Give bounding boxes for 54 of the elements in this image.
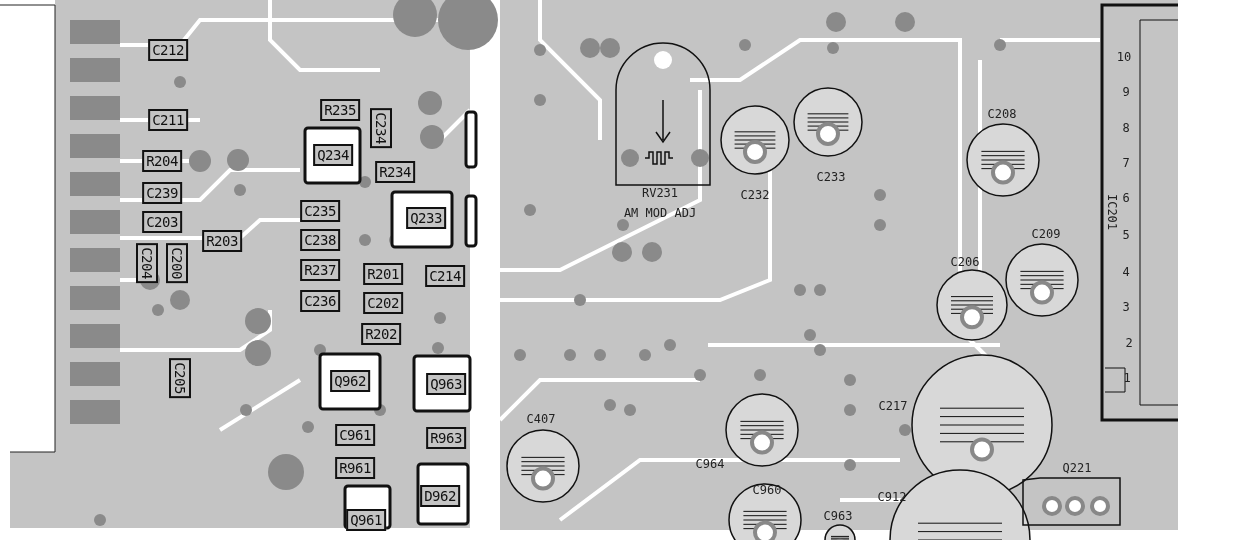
component-designator: C204 [136, 243, 158, 283]
component-designator: R203 [202, 230, 242, 252]
component-designator: R961 [335, 457, 375, 479]
component-designator: R963 [426, 427, 466, 449]
component-designator: Q963 [426, 373, 466, 395]
component-designator: C217 [878, 400, 908, 412]
component-designator: C407 [526, 413, 556, 425]
component-designator: C238 [300, 229, 340, 251]
pin-number: 3 [1122, 301, 1130, 313]
component-designator: AM MOD ADJ [623, 207, 697, 219]
component-designator: IC201 [1106, 193, 1118, 231]
component-designator: C211 [148, 109, 188, 131]
pin-number: 1 [1123, 372, 1131, 384]
component-designator: C212 [148, 39, 188, 61]
pin-number: 4 [1122, 266, 1130, 278]
component-designator: Q221 [1062, 462, 1092, 474]
component-designator: C209 [1031, 228, 1061, 240]
component-designator: C206 [950, 256, 980, 268]
pin-number: 10 [1116, 51, 1132, 63]
component-designator: C235 [300, 200, 340, 222]
component-designator: R237 [300, 259, 340, 281]
pin-number: 6 [1122, 192, 1130, 204]
component-designator: C232 [740, 189, 770, 201]
component-designator: Q234 [313, 144, 353, 166]
component-designator: C239 [142, 182, 182, 204]
component-designator: C205 [169, 358, 191, 398]
component-designator: RV231 [641, 187, 679, 199]
pin-number: 7 [1122, 157, 1130, 169]
pin-number: 9 [1122, 86, 1130, 98]
component-designator: D962 [420, 485, 460, 507]
pin-number: 8 [1122, 122, 1130, 134]
component-designator: R234 [375, 161, 415, 183]
component-designator: C963 [823, 510, 853, 522]
component-designator: C961 [335, 424, 375, 446]
component-designator: C236 [300, 290, 340, 312]
component-designator: C202 [363, 292, 403, 314]
pin-number: 5 [1122, 229, 1130, 241]
component-designator: R235 [320, 99, 360, 121]
component-designator: C200 [166, 243, 188, 283]
component-designator: C960 [752, 484, 782, 496]
component-designator: C203 [142, 211, 182, 233]
component-designator: Q233 [406, 207, 446, 229]
component-designator: Q961 [346, 509, 386, 531]
component-designator: C233 [816, 171, 846, 183]
component-designator: C214 [425, 265, 465, 287]
component-designator: R201 [363, 263, 403, 285]
component-designator: Q962 [330, 370, 370, 392]
component-designator: C208 [987, 108, 1017, 120]
pin-number: 2 [1125, 337, 1133, 349]
component-designator: C234 [370, 108, 392, 148]
component-designator: R204 [142, 150, 182, 172]
component-designator: C964 [695, 458, 725, 470]
component-designator: R202 [361, 323, 401, 345]
component-designator: C912 [877, 491, 907, 503]
